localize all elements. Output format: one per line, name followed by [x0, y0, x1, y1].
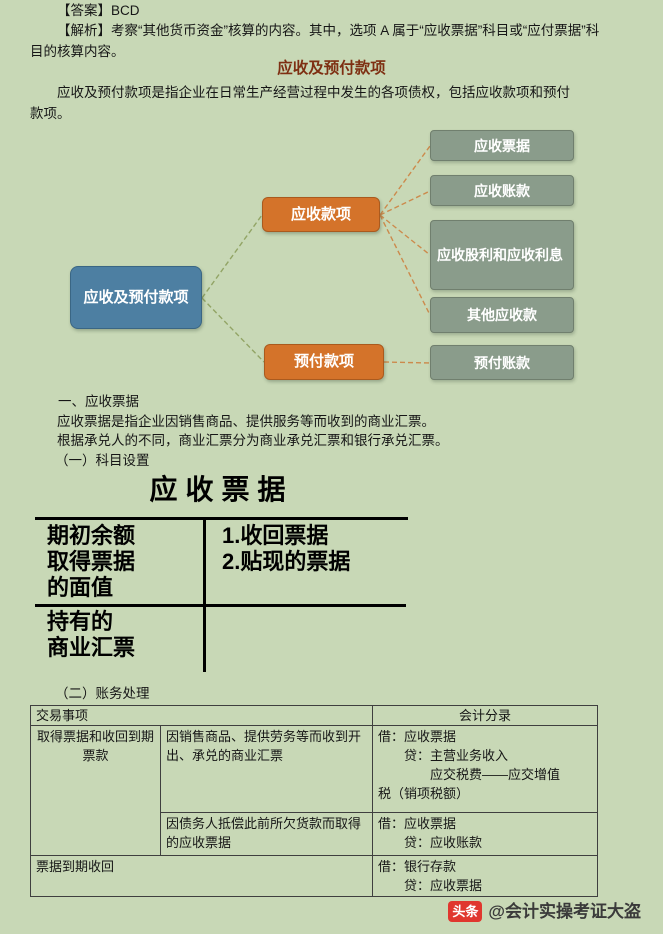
- diagram-node-root: 应收及预付款项: [70, 266, 202, 329]
- cell-entry-sales: 借：应收票据 贷：主营业务收入 应交税费——应交增值 税（销项税额）: [372, 725, 598, 813]
- cell-entry-maturity: 借：银行存款 贷：应收票据: [372, 855, 598, 897]
- header-entry: 会计分录: [372, 705, 598, 726]
- analysis-paragraph: 【解析】考察“其他货币资金”核算的内容。其中，选项 A 属于“应收票据”科目或“…: [30, 23, 600, 59]
- t-account-divider: [203, 517, 206, 672]
- diagram-leaf-dividends-interest: 应收股利和应收利息: [430, 220, 574, 290]
- t-account-debit-bottom: 持有的 商业汇票: [47, 609, 136, 660]
- notes-classification-paragraph: 根据承兑人的不同，商业汇票分为商业承兑汇票和银行承兑汇票。: [57, 433, 449, 448]
- toutiao-logo: 头条: [448, 901, 483, 922]
- t-account-title: 应收票据: [149, 474, 294, 505]
- diagram-node-prepayments: 预付款项: [264, 344, 384, 380]
- cell-event-acquire-notes: 取得票据和收回到期票款: [30, 725, 161, 856]
- subheading-bookkeeping: （二）账务处理: [55, 686, 150, 701]
- subheading-account-setup: （一）科目设置: [55, 453, 150, 468]
- connector-lines: [201, 145, 431, 364]
- diagram-leaf-notes-receivable: 应收票据: [430, 130, 574, 161]
- cell-desc-debt-offset: 因债务人抵偿此前所欠货款而取得的应收票据: [159, 812, 374, 856]
- cell-event-maturity: 票据到期收回: [29, 855, 374, 897]
- diagram-leaf-accounts-receivable: 应收账款: [430, 175, 574, 206]
- cell-desc-sales: 因销售商品、提供劳务等而收到开出、承兑的商业汇票: [159, 725, 374, 813]
- intro-paragraph: 应收及预付款项是指企业在日常生产经营过程中发生的各项债权，包括应收款项和预付款项…: [30, 85, 570, 121]
- notes-definition-paragraph: 应收票据是指企业因销售商品、提供服务等而收到的商业汇票。: [57, 414, 435, 429]
- heading-notes-receivable: 一、应收票据: [58, 394, 139, 409]
- receivables-diagram: 应收及预付款项 应收款项 预付款项 应收票据 应收账款 应收股利和应收利息 其他…: [0, 122, 663, 390]
- answer-line: 【答案】BCD: [57, 3, 140, 18]
- section-title: 应收及预付款项: [277, 60, 386, 77]
- diagram-leaf-other-receivables: 其他应收款: [430, 297, 574, 333]
- t-account-top-rule: [35, 517, 408, 520]
- t-account-credit-top: 1.收回票据 2.贴现的票据: [222, 523, 351, 574]
- header-event: 交易事项: [29, 705, 374, 726]
- table-row: 票据到期收回 借：银行存款 贷：应收票据: [29, 855, 598, 897]
- table-row: 因债务人抵偿此前所欠货款而取得的应收票据 借：应收票据 贷：应收账款: [31, 812, 598, 856]
- t-account-debit-top: 期初余额 取得票据 的面值: [47, 523, 136, 600]
- table-header-row: 交易事项 会计分录: [29, 705, 598, 726]
- diagram-node-receivables: 应收款项: [262, 197, 380, 232]
- t-account-mid-rule: [35, 604, 406, 607]
- cell-entry-debt-offset: 借：应收票据 贷：应收账款: [372, 812, 598, 856]
- journal-entries-table: 交易事项 会计分录 取得票据和收回到期票款 因销售商品、提供劳务等而收到开出、承…: [29, 705, 598, 897]
- t-account: 应收票据 期初余额 取得票据 的面值 1.收回票据 2.贴现的票据 持有的 商业…: [0, 474, 663, 680]
- table-row: 取得票据和收回到期票款 因销售商品、提供劳务等而收到开出、承兑的商业汇票 借：应…: [30, 725, 598, 856]
- diagram-leaf-prepaid-accounts: 预付账款: [430, 345, 574, 380]
- watermark-handle: @会计实操考证大盗: [488, 901, 641, 921]
- watermark: 头条 @会计实操考证大盗: [448, 901, 641, 922]
